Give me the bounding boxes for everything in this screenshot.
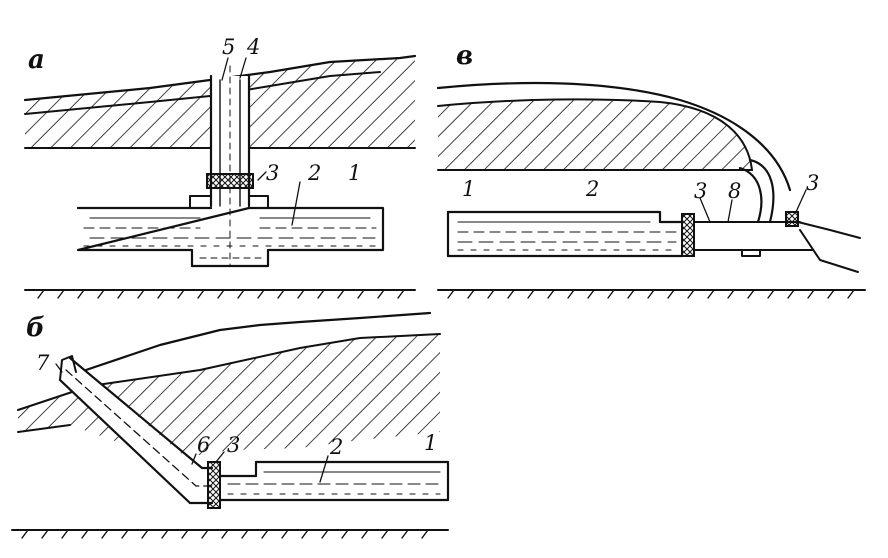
label-b-1: 1 <box>424 431 437 455</box>
panel-b-inclined-pipe-lower <box>58 378 214 505</box>
panel-b-letter: б <box>26 313 45 343</box>
label-v-3: 3 <box>694 179 707 203</box>
panel-a-leaders <box>221 57 301 226</box>
label-a-3: 3 <box>266 161 279 185</box>
panel-v-bed-ticks <box>447 289 855 299</box>
panel-v-letter: в <box>456 41 473 71</box>
label-v-2: 2 <box>585 177 599 201</box>
panel-v-outlet-pipe <box>693 221 813 251</box>
label-b-3: 3 <box>227 433 240 457</box>
label-a-1: 1 <box>348 161 361 185</box>
label-b-6: 6 <box>197 433 210 457</box>
panel-v-hose-outer <box>748 158 775 224</box>
label-a-2: 2 <box>307 161 321 185</box>
panel-v-soil-boundary <box>437 98 753 171</box>
panel-b-gallery <box>218 460 450 502</box>
panel-a: а 5 4 3 2 1 <box>23 35 417 299</box>
label-b-2: 2 <box>329 435 343 459</box>
panel-b-inclined-pipe-axis <box>65 369 213 487</box>
panel-v-water <box>457 221 677 251</box>
panel-a-ground-surface <box>23 54 417 102</box>
label-a-4: 4 <box>246 35 260 59</box>
panel-b-leaders <box>55 363 329 483</box>
panel-a-seal <box>206 173 254 189</box>
label-v-1: 1 <box>462 177 475 201</box>
panel-b-bed-ticks <box>21 529 429 539</box>
panel-v-outlet-bracket <box>741 249 761 257</box>
panel-b-ground-surface <box>78 311 432 374</box>
panel-a-water <box>83 217 377 259</box>
panel-v-outflow-slope <box>797 221 861 273</box>
panel-v-gallery <box>446 210 684 258</box>
label-v-8: 8 <box>728 179 741 203</box>
panel-v-soil-layer <box>438 99 752 170</box>
panel-b: б 7 6 3 2 1 <box>11 311 450 539</box>
panel-a-bed-ticks <box>37 289 405 299</box>
panel-v-hose-inner <box>738 166 763 224</box>
panel-v-leaders <box>699 189 807 223</box>
panel-a-letter: а <box>28 45 45 75</box>
label-a-5: 5 <box>222 35 235 59</box>
label-v-3b: 3 <box>806 171 819 195</box>
panel-v-plug <box>681 213 695 257</box>
panel-b-plug <box>207 461 221 509</box>
panel-v: в 1 2 3 8 3 <box>436 41 866 299</box>
panel-a-flange <box>189 195 269 209</box>
panel-b-water <box>227 471 441 495</box>
panel-b-soil-boundary-left <box>17 424 71 433</box>
panel-v-valve <box>785 211 799 227</box>
panel-a-gallery <box>76 206 385 268</box>
label-b-7: 7 <box>36 351 50 375</box>
panel-v-ground-surface <box>436 81 792 192</box>
